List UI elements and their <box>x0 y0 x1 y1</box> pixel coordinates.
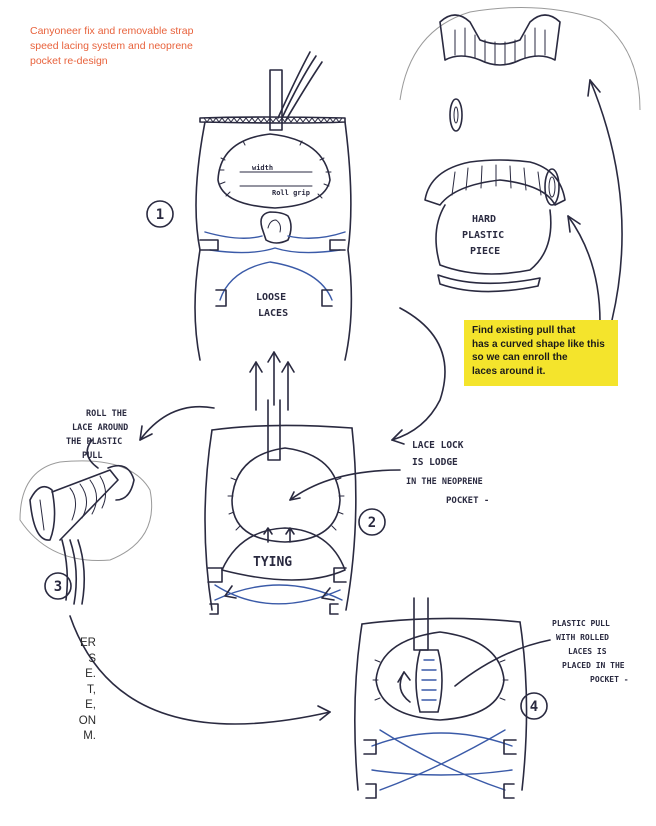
step-2-sketch: TYING LACE LOCK IS LODGE IN THE NEOPRENE… <box>205 352 489 614</box>
note-line-3: so we can enroll the <box>472 351 610 365</box>
step-3-sketch: ROLL THE LACE AROUND THE PLASTIC PULL 3 <box>20 409 152 604</box>
hard-plastic-piece-sketch: HARD PLASTIC PIECE <box>425 160 565 292</box>
label-lace-lock-1: LACE LOCK <box>412 440 464 451</box>
label-loose-laces-2: LACES <box>258 308 288 319</box>
step-number-2: 2 <box>368 515 376 531</box>
note-line-1: Find existing pull that <box>472 324 610 338</box>
label-width: width <box>252 164 273 172</box>
cropped-side-text: ER S E. T, E, ON M. <box>0 636 96 745</box>
label-lace-lock-4: POCKET - <box>446 496 489 506</box>
plastic-pull-pointer <box>455 640 550 686</box>
arrow-note-to-piece <box>568 216 600 322</box>
intro-caption: Canyoneer fix and removable strap speed … <box>30 24 240 69</box>
label-plastic-pull-4: PLACED IN THE <box>562 661 625 670</box>
step-number-3: 3 <box>54 579 62 595</box>
yellow-note: Find existing pull that has a curved sha… <box>464 320 618 386</box>
label-loose-laces-1: LOOSE <box>256 292 286 303</box>
lace-lock-pointer <box>290 470 400 500</box>
arrow-note-to-pull <box>590 80 622 320</box>
label-lace-lock-3: IN THE NEOPRENE <box>406 477 483 487</box>
note-line-4: laces around it. <box>472 365 610 379</box>
note-line-2: has a curved shape like this <box>472 338 610 352</box>
label-hard-plastic-2: PLASTIC <box>462 230 504 241</box>
intro-line-2: speed lacing system and neoprene <box>30 39 240 54</box>
label-tying: TYING <box>253 555 292 570</box>
label-plastic-pull-2: WITH ROLLED <box>556 633 609 642</box>
step-1-sketch: width Roll grip LOOSE LACES 1 <box>147 52 351 360</box>
label-roll-laces-4: PULL <box>82 451 102 461</box>
plastic-pull-top-sketch <box>400 8 640 132</box>
arrow-step1-to-step2 <box>392 308 445 440</box>
label-lace-lock-2: IS LODGE <box>412 457 458 468</box>
step-4-sketch: PLASTIC PULL WITH ROLLED LACES IS PLACED… <box>355 598 629 798</box>
label-plastic-pull-1: PLASTIC PULL <box>552 619 610 628</box>
step-number-4: 4 <box>530 699 538 715</box>
label-hard-plastic-1: HARD <box>472 214 496 225</box>
arrow-step3-to-step4 <box>70 616 330 724</box>
intro-line-3: pocket re-design <box>30 54 240 69</box>
intro-line-1: Canyoneer fix and removable strap <box>30 24 240 39</box>
label-hard-plastic-3: PIECE <box>470 246 500 257</box>
label-plastic-pull-5: POCKET - <box>590 675 629 684</box>
label-roll-laces-3: THE PLASTIC <box>66 437 122 447</box>
label-roll-laces-2: LACE AROUND <box>72 423 128 433</box>
label-plastic-pull-3: LACES IS <box>568 647 607 656</box>
label-roll-laces-1: ROLL THE <box>86 409 127 419</box>
step-number-1: 1 <box>156 207 164 223</box>
label-pocket-dim: Roll grip <box>272 189 310 197</box>
